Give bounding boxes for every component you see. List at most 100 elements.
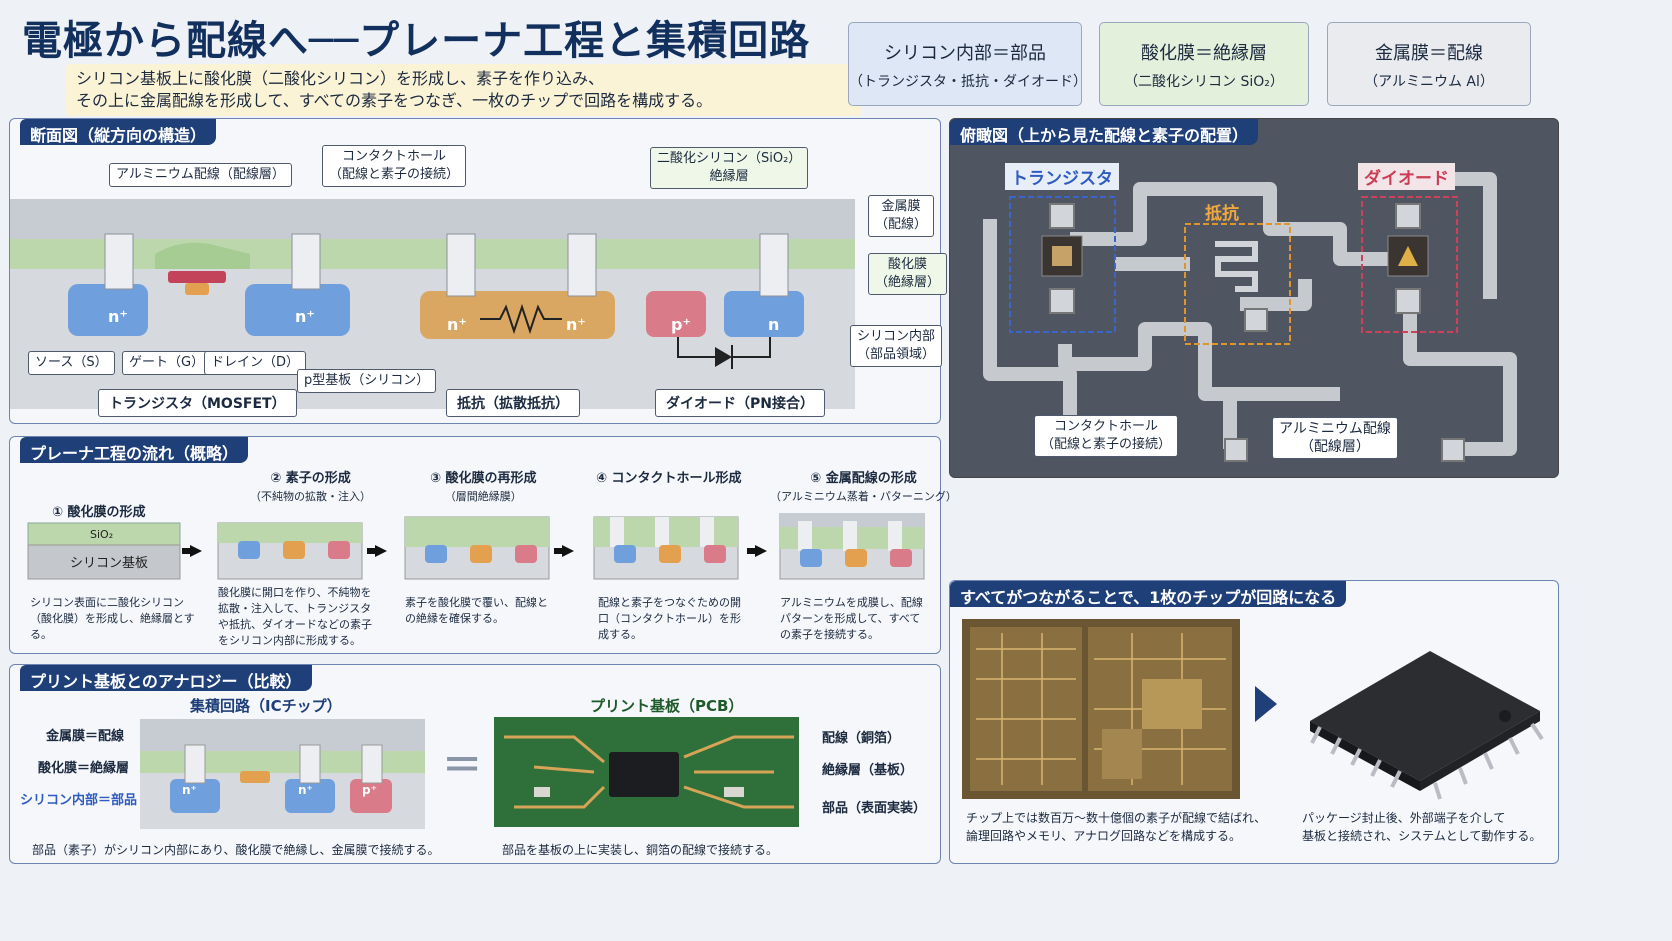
label-source: ソース（S）: [28, 351, 115, 375]
side-label-metal: 金属膜 （配線）: [868, 195, 935, 237]
n-plus-drain: n⁺: [295, 307, 315, 326]
process-title: プレーナ工程の流れ（概略）: [20, 437, 249, 463]
svg-text:シリコン基板: シリコン基板: [70, 556, 148, 571]
top-view-title: 俯瞰図（上から見た配線と素子の配置）: [950, 119, 1259, 145]
chip-caption-1-line-1: チップ上では数百万〜数十億個の素子が配線で結ばれ、: [966, 811, 1267, 825]
chip-caption-1-line-2: 論理回路やメモリ、アナログ回路などを構成する。: [966, 829, 1242, 843]
key-silicon-sub: （トランジスタ・抵抗・ダイオード）: [849, 74, 1087, 90]
analogy-ic-metal: 金属膜＝配線: [46, 729, 125, 744]
analogy-pcb-caption: 部品を基板の上に実装し、銅箔の配線で接続する。: [502, 843, 779, 857]
tv-label-aluminum: アルミニウム配線 （配線層）: [1272, 417, 1398, 459]
tv-contact-1: コンタクトホール: [1054, 419, 1159, 434]
tv-al-2: （配線層）: [1299, 439, 1370, 455]
label-aluminum-wiring: アルミニウム配線（配線層）: [109, 163, 292, 187]
tv-contact-2: （配線と素子の接続）: [1041, 437, 1172, 452]
key-oxide-sub: （二酸化シリコン SiO₂）: [1124, 74, 1284, 90]
top-view-diagram: [983, 172, 1517, 462]
cross-section-panel: 断面図（縦方向の構造） n⁺ n⁺ n⁺ n⁺ p⁺ n アルミニウム配線（配線…: [9, 118, 948, 424]
chip-caption-2-line-1: パッケージ封止後、外部端子を介して: [1302, 811, 1506, 825]
tv-label-resistor: 抵抗: [1205, 204, 1239, 224]
step-5-heading: ⑤ 金属配線の形成 （アルミニウム蒸着・パターニング）: [770, 467, 957, 504]
caption-diode: ダイオード（PN接合）: [655, 389, 825, 417]
label-sio2-line-1: 二酸化シリコン（SiO₂）: [657, 151, 802, 166]
analogy-ic-oxide: 酸化膜＝絶縁層: [38, 761, 130, 776]
n-plus-res-left: n⁺: [447, 315, 467, 334]
side-metal-1: 金属膜: [881, 199, 921, 214]
step-2-sub: （不純物の拡散・注入）: [250, 490, 371, 503]
step-1-title: ① 酸化膜の形成: [52, 505, 146, 520]
subtitle: シリコン基板上に酸化膜（二酸化シリコン）を形成し、素子を作り込み、 その上に金属…: [66, 64, 862, 116]
step-2-title: ② 素子の形成: [270, 471, 351, 486]
subtitle-line-2: その上に金属配線を形成して、すべての素子をつなぎ、一枚のチップで回路を構成する。: [76, 91, 713, 110]
side-label-oxide: 酸化膜 （絶縁層）: [868, 253, 948, 295]
step-4-title: ④ コンタクトホール形成: [596, 471, 742, 486]
cross-section-diagram: [10, 199, 855, 409]
caption-transistor: トランジスタ（MOSFET）: [98, 389, 297, 417]
step-4-desc: 配線と素子をつなぐための開口（コンタクトホール）を形成する。: [598, 596, 741, 641]
analogy-pcb-ins: 絶縁層（基板）: [822, 763, 914, 778]
top-view-panel: 俯瞰図（上から見た配線と素子の配置） トランジスタ 抵抗 ダイオード コン: [949, 118, 1559, 478]
step-1-desc: シリコン表面に二酸化シリコン（酸化膜）を形成し、絶縁層とする。: [30, 596, 195, 641]
process-panel: プレーナ工程の流れ（概略） ① 酸化膜の形成 ② 素子の形成 （不純物の拡散・注入…: [9, 436, 957, 654]
page-title: 電極から配線へ──プレーナ工程と集積回路: [22, 18, 811, 64]
side-si-2: （部品領域）: [857, 347, 936, 362]
step-5-title: ⑤ 金属配線の形成: [810, 471, 917, 486]
side-oxide-2: （絶縁層）: [875, 275, 941, 290]
key-oxide-title: 酸化膜＝絶縁層: [1141, 43, 1267, 64]
label-contact-line-2: （配線と素子の接続）: [329, 167, 460, 182]
key-oxide: 酸化膜＝絶縁層 （二酸化シリコン SiO₂）: [1099, 22, 1309, 106]
svg-text:SiO₂: SiO₂: [90, 528, 113, 541]
analogy-pcb-diagram: [494, 717, 799, 827]
label-gate: ゲート（G）: [122, 351, 212, 375]
side-metal-2: （配線）: [875, 217, 928, 232]
chip-caption-2-line-2: 基板と接続され、システムとして動作する。: [1302, 829, 1542, 843]
analogy-pcb-title: プリント基板（PCB）: [590, 697, 744, 715]
chip-caption-2: パッケージ封止後、外部端子を介して 基板と接続され、システムとして動作する。: [1302, 809, 1541, 845]
analogy-pcb-part: 部品（表面実装）: [822, 801, 927, 816]
analogy-ic-title: 集積回路（ICチップ）: [190, 697, 342, 715]
analogy-ic-si: シリコン内部＝部品: [20, 793, 138, 808]
side-label-silicon: シリコン内部 （部品領域）: [850, 325, 943, 367]
n-diode: n: [768, 315, 780, 334]
chip-title: すべてがつながることで、1枚のチップが回路になる: [950, 581, 1347, 607]
key-metal-title: 金属膜＝配線: [1375, 43, 1483, 64]
chip-caption-1: チップ上では数百万〜数十億個の素子が配線で結ばれ、 論理回路やメモリ、アナログ回…: [966, 809, 1266, 845]
side-oxide-1: 酸化膜: [888, 257, 928, 272]
label-substrate: p型基板（シリコン）: [297, 369, 437, 393]
subtitle-line-1: シリコン基板上に酸化膜（二酸化シリコン）を形成し、素子を作り込み、: [76, 69, 605, 88]
step-3-sub: （層間絶縁膜）: [444, 490, 522, 503]
arrow-right-icon: [1255, 686, 1277, 722]
ic-p-plus: p⁺: [362, 783, 377, 797]
cross-section-title: 断面図（縦方向の構造）: [20, 119, 217, 145]
chip-panel: すべてがつながることで、1枚のチップが回路になる チップ上では数百万〜数十億個の…: [949, 580, 1559, 864]
key-silicon: シリコン内部＝部品 （トランジスタ・抵抗・ダイオード）: [848, 22, 1087, 106]
ic-n-plus-2: n⁺: [298, 783, 313, 797]
analogy-equals: =: [442, 735, 483, 791]
label-sio2: 二酸化シリコン（SiO₂） 絶縁層: [650, 147, 809, 189]
step-5-sub: （アルミニウム蒸着・パターニング）: [770, 490, 957, 503]
tv-label-contact: コンタクトホール （配線と素子の接続）: [1034, 415, 1179, 457]
tv-al-1: アルミニウム配線: [1279, 421, 1391, 437]
analogy-title: プリント基板とのアナロジー（比較）: [20, 665, 312, 691]
analogy-ic-diagram: [140, 719, 425, 829]
key-metal: 金属膜＝配線 （アルミニウム Al）: [1327, 22, 1531, 106]
step-3-heading: ③ 酸化膜の再形成（層間絶縁膜）: [430, 467, 537, 504]
label-drain: ドレイン（D）: [204, 351, 307, 375]
step-3-desc: 素子を酸化膜で覆い、配線との絶縁を確保する。: [405, 596, 548, 625]
analogy-ic-caption: 部品（素子）がシリコン内部にあり、酸化膜で絶縁し、金属膜で接続する。: [32, 843, 440, 857]
label-sio2-line-2: 絶縁層: [709, 169, 749, 184]
side-si-1: シリコン内部: [857, 329, 936, 344]
chip-package-image: [1310, 651, 1544, 800]
label-contact-line-1: コンタクトホール: [342, 149, 447, 164]
caption-resistor: 抵抗（拡散抵抗）: [446, 389, 580, 417]
chip-die-image: [962, 619, 1240, 799]
tv-label-diode: ダイオード: [1358, 163, 1455, 190]
p-plus-diode: p⁺: [671, 315, 691, 334]
step-2-heading: ② 素子の形成 （不純物の拡散・注入）: [250, 467, 371, 504]
key-metal-sub: （アルミニウム Al）: [1364, 74, 1494, 90]
analogy-panel: プリント基板とのアナロジー（比較） 集積回路（ICチップ） プリント基板（PCB…: [9, 664, 941, 864]
ic-n-plus-1: n⁺: [182, 783, 197, 797]
step-2-desc: 酸化膜に開口を作り、不純物を拡散・注入して、トランジスタや抵抗、ダイオードなどの…: [218, 586, 372, 647]
key-silicon-title: シリコン内部＝部品: [884, 43, 1046, 64]
label-contact-hole: コンタクトホール （配線と素子の接続）: [322, 145, 467, 187]
